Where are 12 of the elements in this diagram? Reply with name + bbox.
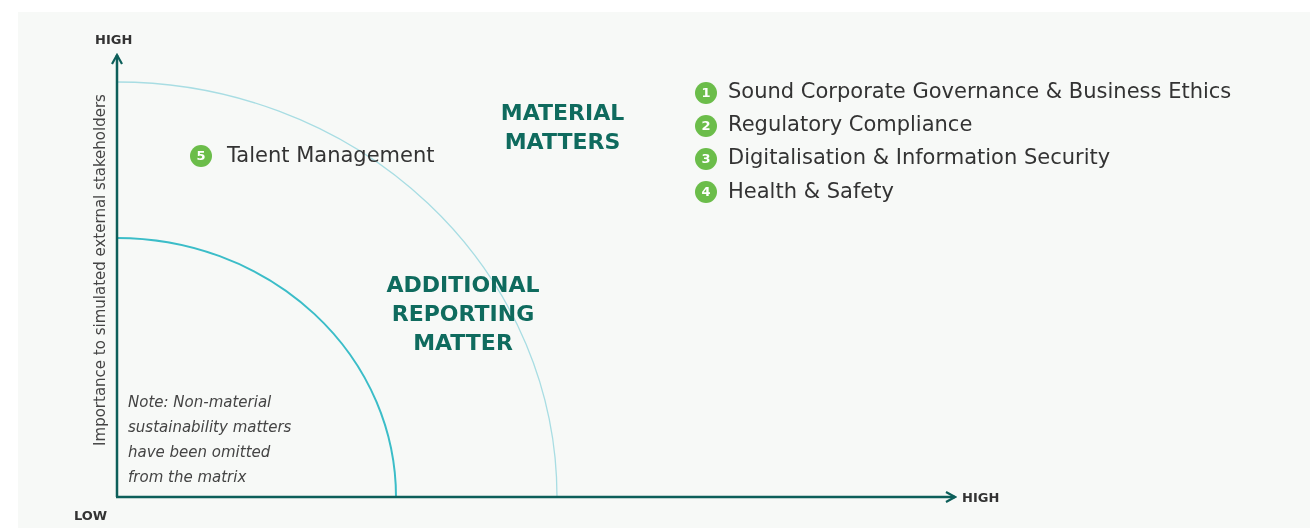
matter-label: Sound Corporate Governance & Business Ethics: [728, 79, 1232, 103]
axis-label: LOW: [74, 508, 108, 523]
note-text: Note: Non-material sustainability matters have been omitted from the matrix: [128, 392, 293, 488]
matter-label: Talent Management: [227, 143, 435, 167]
axis-title: Importance to simulated external stakeholders: [91, 94, 109, 446]
matter-label: Health & Safety: [728, 179, 894, 203]
matter-label: Digitalisation & Information Security: [728, 145, 1111, 169]
zone-heading: ADDITIONAL REPORTING MATTER: [385, 271, 541, 357]
axis-label: HIGH: [95, 32, 133, 47]
matter-label: Regulatory Compliance: [728, 112, 973, 136]
axis-label: HIGH: [962, 490, 1000, 505]
zone-heading: MATERIAL MATTERS: [499, 99, 626, 156]
